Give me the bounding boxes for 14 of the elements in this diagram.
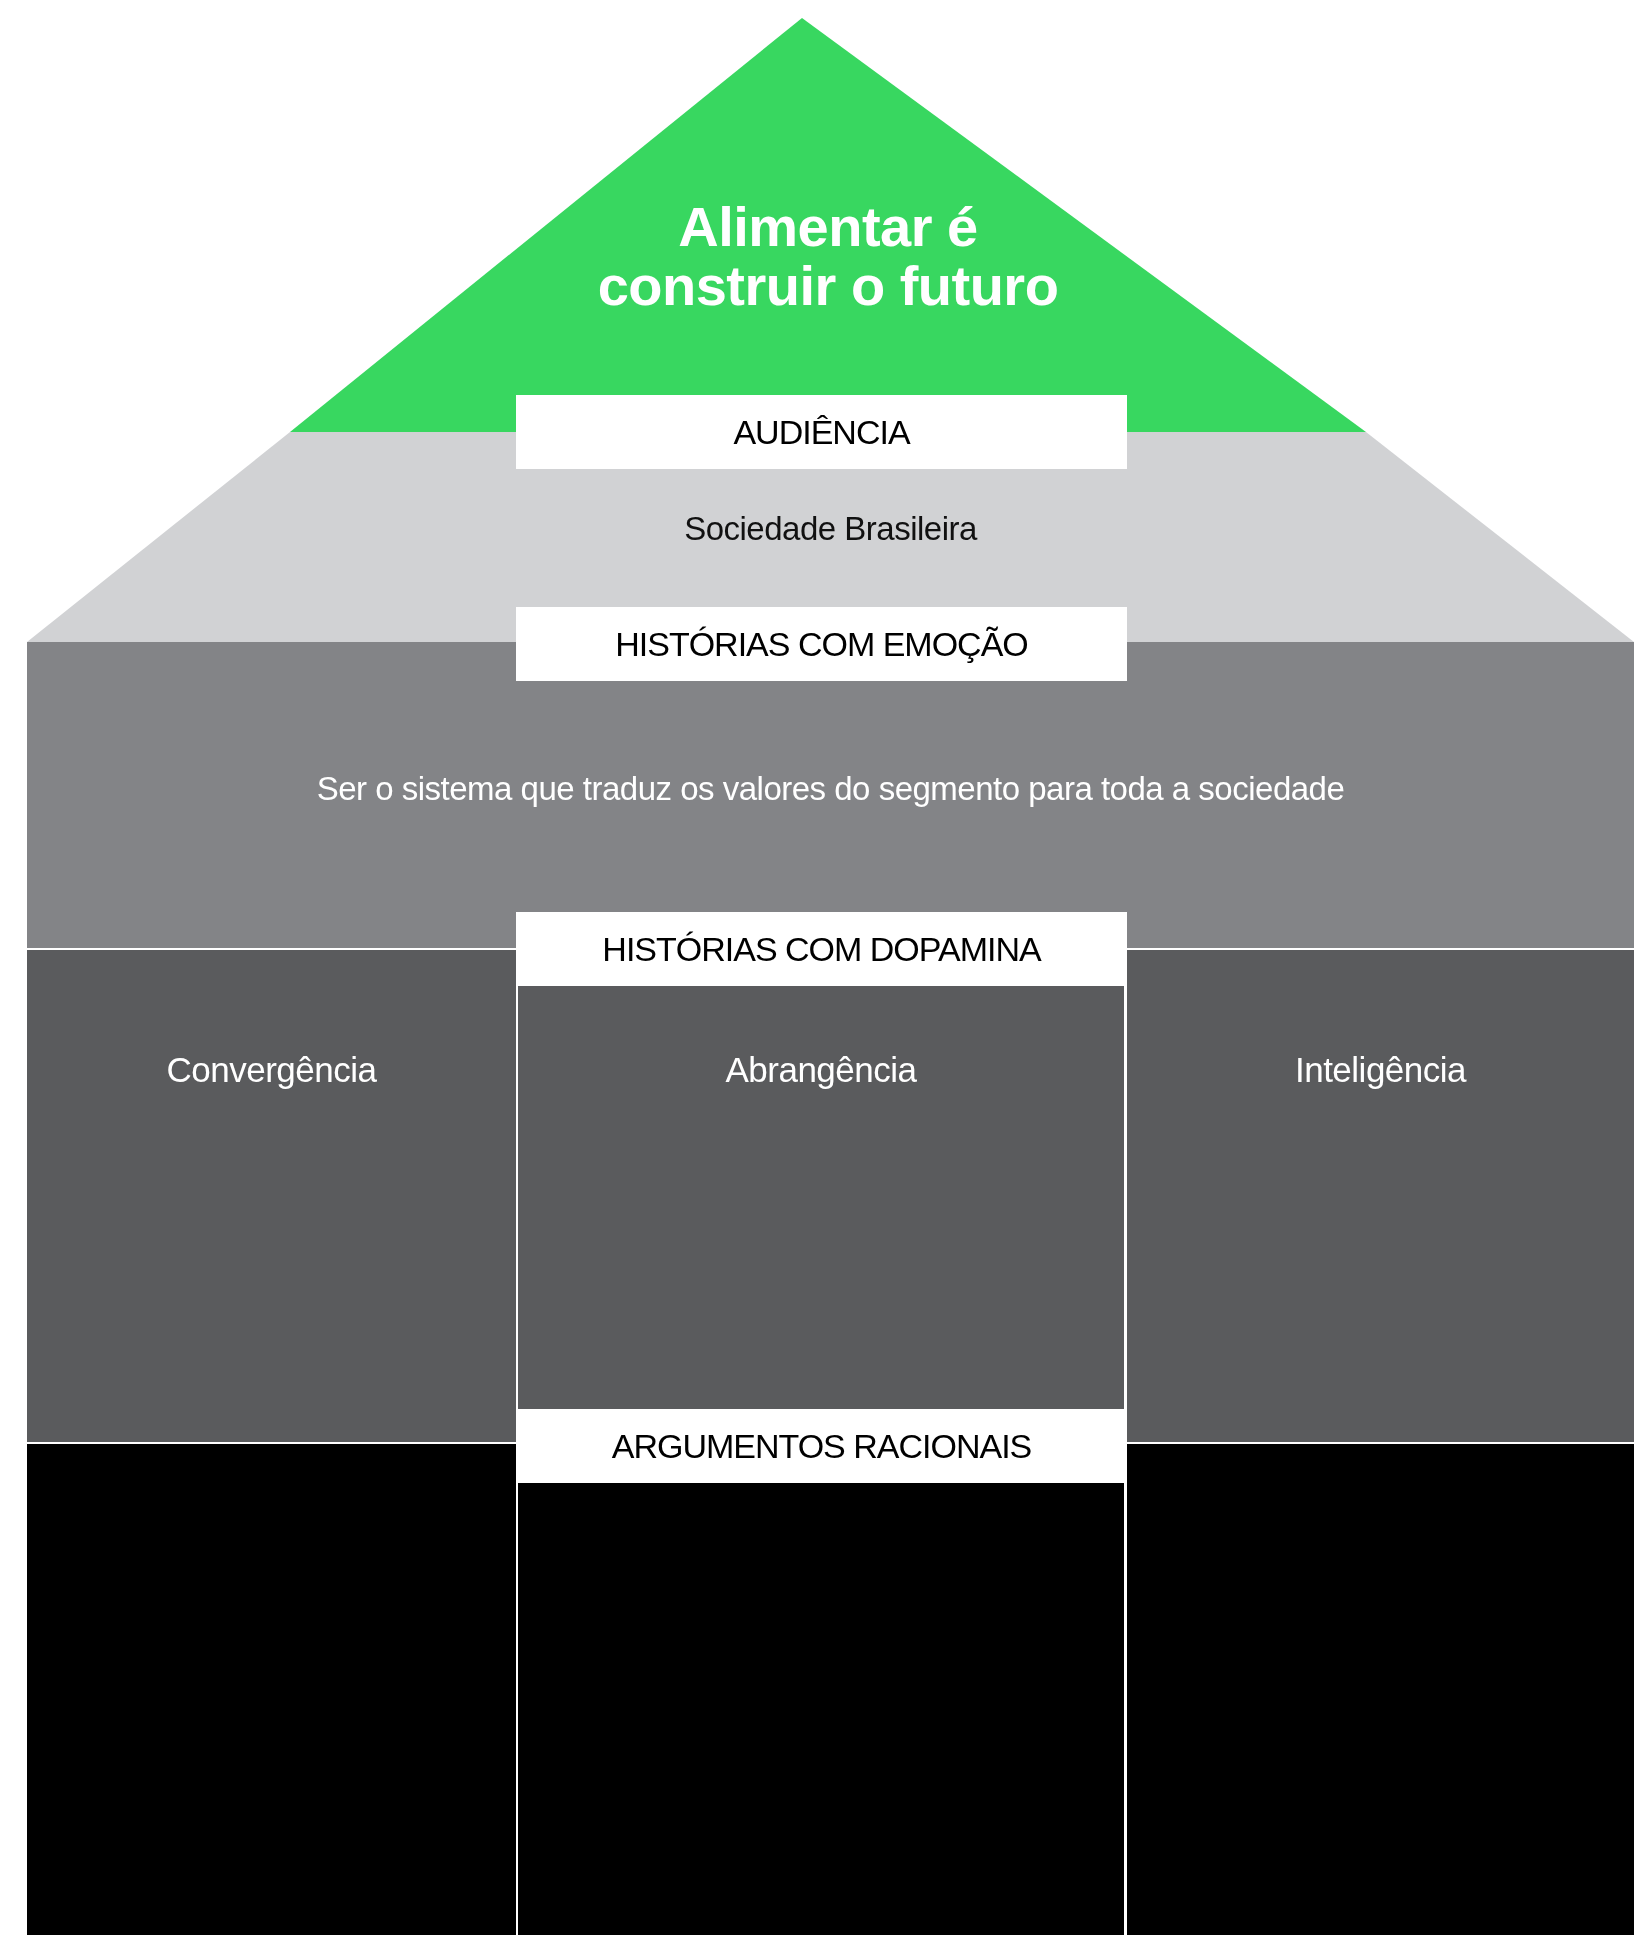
band-text: Ser o sistema que traduz os valores do segmento para toda a sociedade <box>315 770 1346 808</box>
pillar-title: Convergência <box>165 1050 378 1090</box>
section-label: HISTÓRIAS COM EMOÇÃO <box>516 607 1127 681</box>
roof-title: Alimentar é construir o futuro <box>596 198 1060 316</box>
foundation-block <box>27 1444 516 1935</box>
band-text: Sociedade Brasileira <box>683 510 979 548</box>
pillar-panel <box>27 950 516 1442</box>
section-label: AUDIÊNCIA <box>516 395 1127 469</box>
pillar-title: Inteligência <box>1293 1050 1468 1090</box>
pillar-panel <box>1127 950 1634 1442</box>
foundation-block <box>1127 1444 1634 1935</box>
pillar-panel <box>518 986 1124 1409</box>
pillar-title: Abrangência <box>724 1050 918 1090</box>
foundation-block <box>518 1483 1124 1935</box>
